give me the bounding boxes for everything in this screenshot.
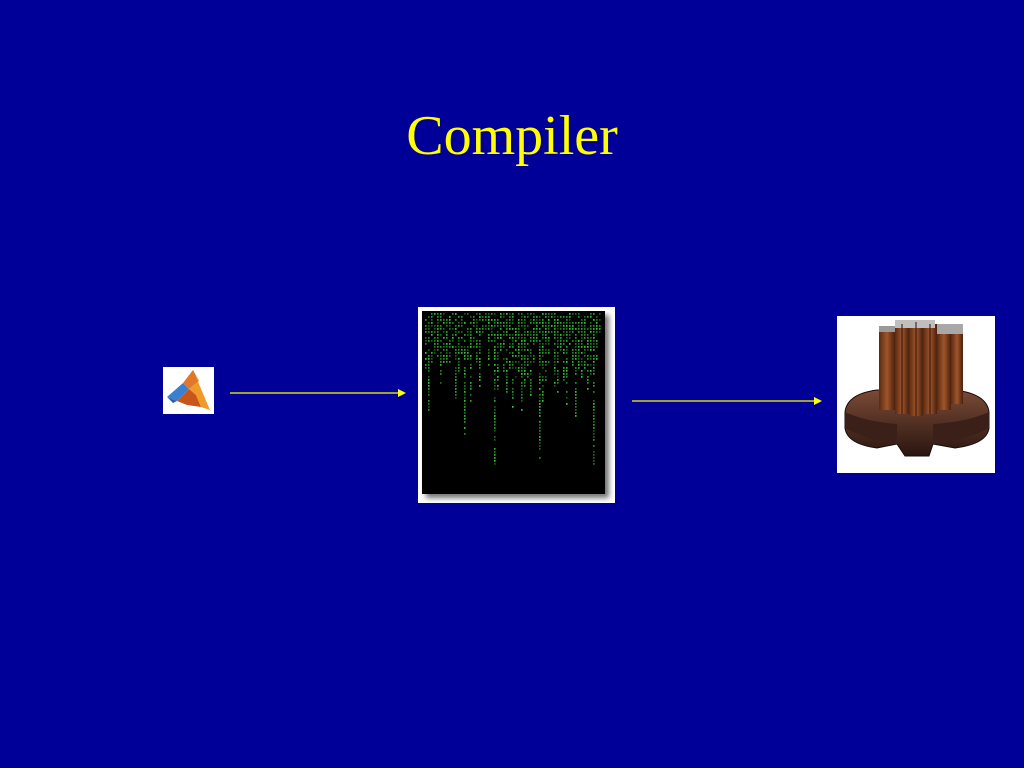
arrow-to-computer-icon xyxy=(632,397,822,405)
slide-title: Compiler xyxy=(406,105,618,167)
matlab-logo-icon xyxy=(163,367,214,414)
cray-supercomputer-image xyxy=(837,316,995,473)
arrow-to-code-icon xyxy=(230,389,406,397)
matrix-code-screen xyxy=(422,311,605,494)
matrix-code-image xyxy=(418,307,615,503)
